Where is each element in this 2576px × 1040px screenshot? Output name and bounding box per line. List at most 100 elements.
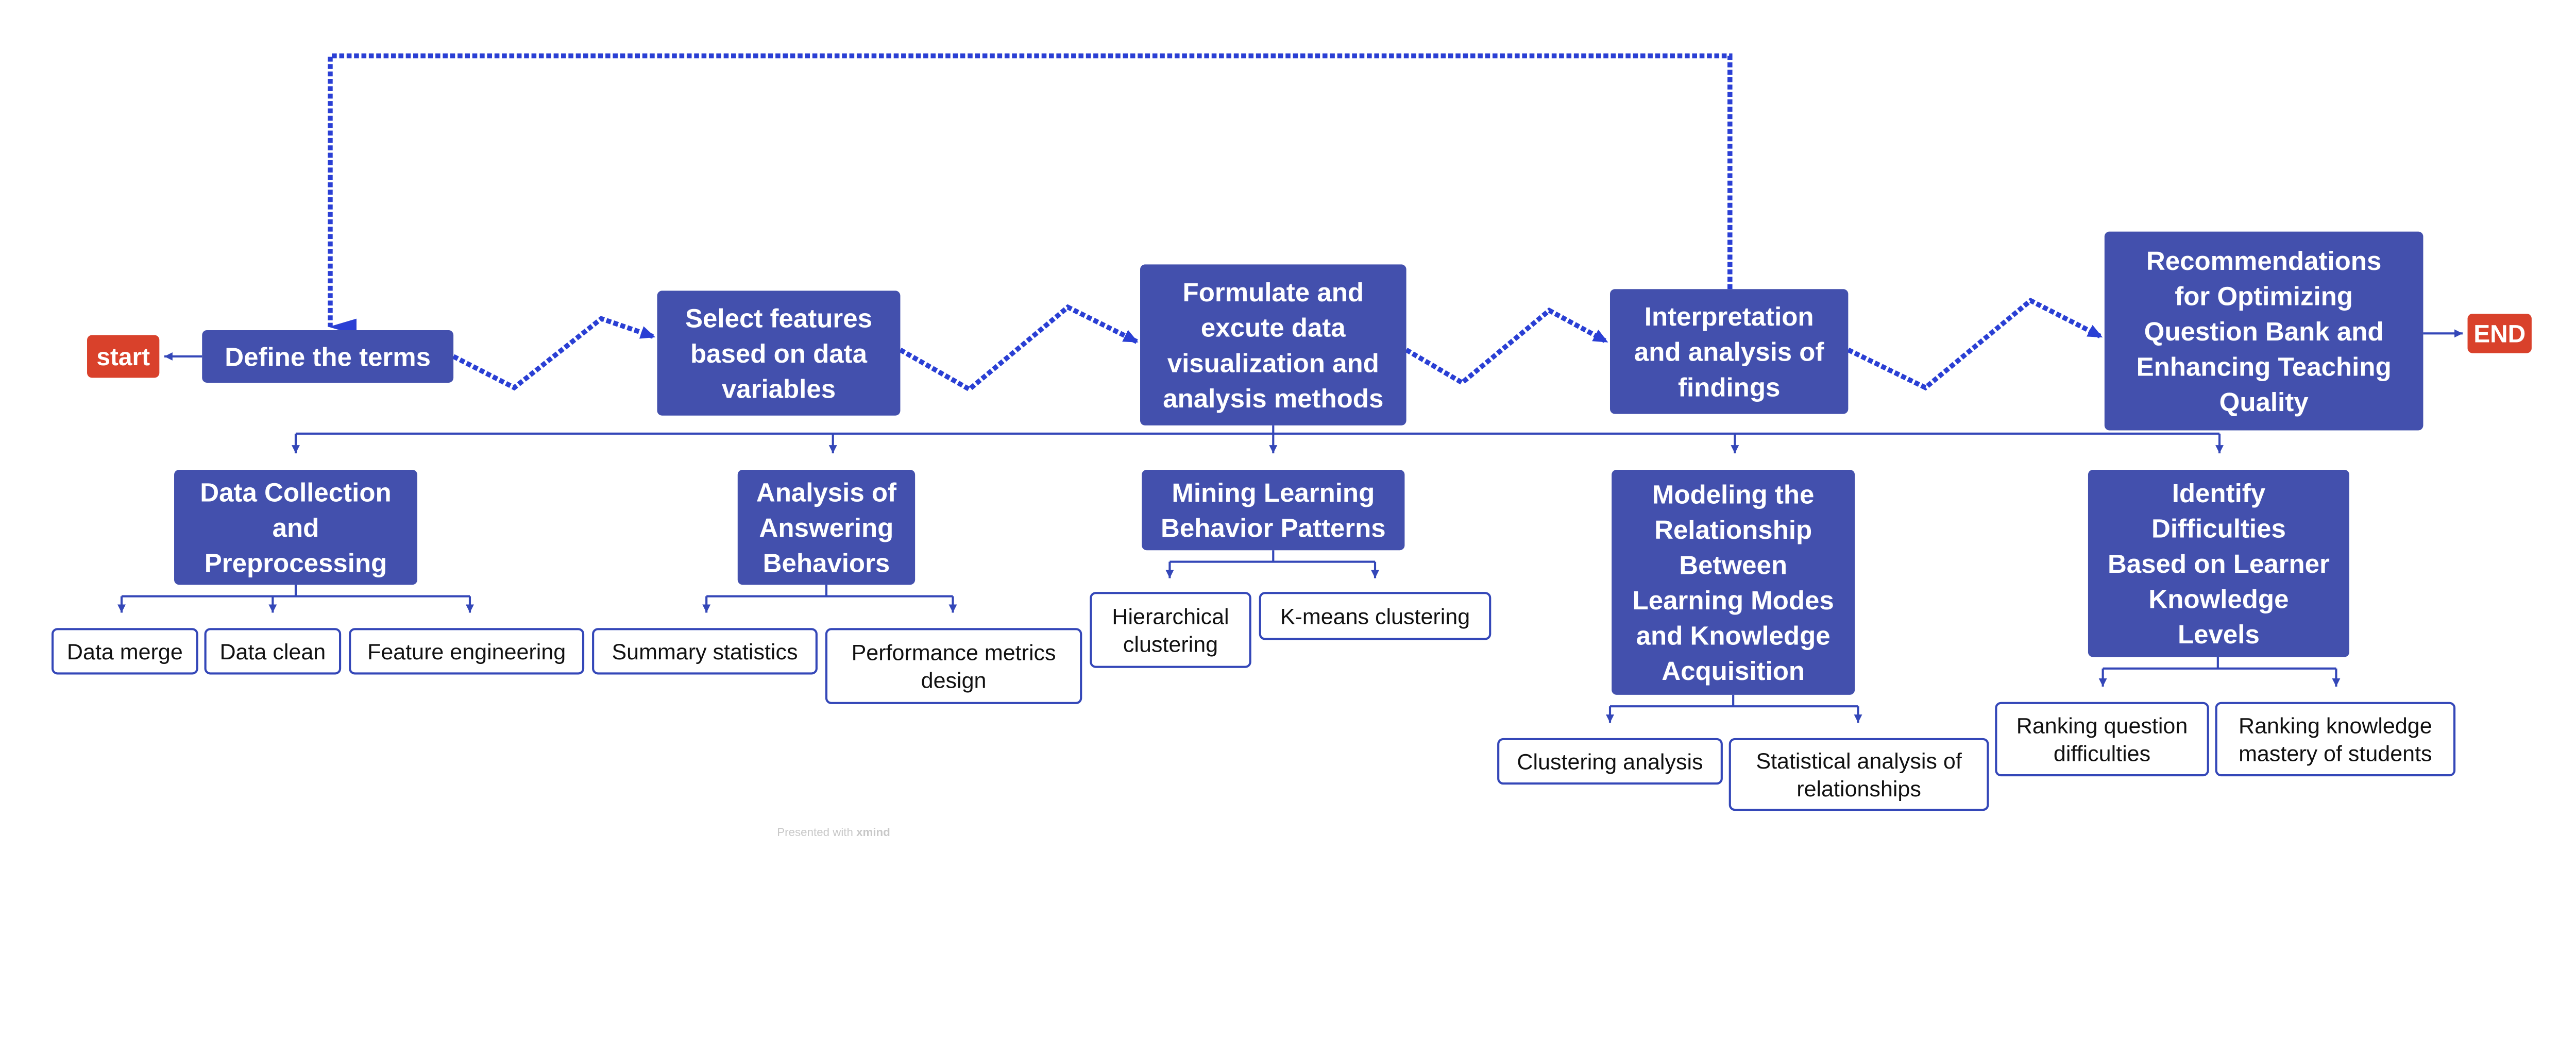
leaf-mining-1-label-line: Hierarchical [1112, 604, 1229, 629]
step-formulate-label-line: excute data [1201, 313, 1346, 343]
leaf-collect-1[interactable]: Data merge [51, 628, 198, 675]
subtopic-modeling-label-line: Acquisition [1662, 656, 1805, 686]
step-interpret-box [1609, 289, 1849, 414]
flow-arrow [452, 316, 656, 391]
step-formulate-label-line: analysis methods [1163, 384, 1383, 413]
step-define-box [202, 330, 454, 383]
leaf-mining-2[interactable]: K-means clustering [1259, 592, 1492, 640]
nodes: start END Define the terms Select features b… [51, 231, 2532, 811]
leaf-collect-3-label-line: Feature engineering [367, 640, 566, 664]
step-recommend-label-line: for Optimizing [2175, 281, 2353, 311]
flow-arrow [1847, 297, 2103, 391]
step-define-label-line: Define the terms [225, 342, 431, 371]
leaf-answering-1-box [592, 628, 818, 675]
watermark-prefix: Presented with [777, 826, 856, 839]
leaf-modeling-2-label-line: relationships [1797, 777, 1921, 802]
leaf-modeling-2[interactable]: Statistical analysis of relationships [1728, 738, 1989, 811]
end-node-label: END [2473, 321, 2526, 348]
step-formulate[interactable]: Formulate and excute data visualization an… [1140, 264, 1406, 425]
step-select-label-line: based on data [690, 339, 868, 368]
step-recommend-label-line: Question Bank and [2144, 317, 2384, 346]
watermark-brand: xmind [856, 826, 890, 839]
subtopic-modeling-label-line: Relationship [1654, 515, 1812, 544]
step-formulate-label: Formulate and excute data visualization an… [1163, 278, 1383, 413]
leaf-identify-1-box [1995, 702, 2209, 777]
flow-arrow [1405, 307, 1608, 386]
flow-arrow [899, 304, 1139, 393]
leaf-modeling-2-box [1728, 738, 1989, 811]
leaf-mining-2-box [1259, 592, 1492, 640]
watermark: Presented with xmind [777, 826, 890, 839]
subtopic-mining-label-line: Mining Learning [1172, 478, 1375, 507]
leaf-modeling-1[interactable]: Clustering analysis [1497, 738, 1723, 785]
subtopic-modeling-label-line: Learning Modes [1633, 586, 1834, 615]
start-node-label: start [96, 344, 150, 371]
step-interpret[interactable]: Interpretation and analysis of findings [1609, 289, 1849, 414]
leaf-answering-2-box [825, 628, 1082, 704]
leaf-answering-1-label: Summary statistics [612, 640, 798, 664]
leaf-modeling-1-label: Clustering analysis [1517, 749, 1703, 774]
end-node[interactable]: END [2467, 314, 2532, 353]
leaf-modeling-1-label-line: Clustering analysis [1517, 749, 1703, 774]
subtopic-answering-label-line: Analysis of [756, 478, 897, 507]
leaf-mining-2-label-line: K-means clustering [1280, 604, 1470, 629]
subtopic-answering-label-line: Answering [759, 513, 894, 542]
subtopic-collect-label-line: Data Collection [200, 478, 391, 507]
step-formulate-box [1140, 264, 1406, 425]
start-node-label-line: start [96, 344, 150, 371]
leaf-collect-1-label: Data merge [67, 640, 183, 664]
leaf-collect-2[interactable]: Data clean [204, 628, 342, 675]
step-recommend-label-line: Quality [2219, 387, 2309, 417]
subtopic-collect-label-line: and [273, 513, 319, 542]
connectors [117, 53, 2463, 723]
leaf-answering-1-label-line: Summary statistics [612, 640, 798, 664]
leaf-collect-2-label-line: Data clean [219, 640, 326, 664]
leaf-mining-2-label: K-means clustering [1280, 604, 1470, 629]
leaf-collect-2-label: Data clean [219, 640, 326, 664]
subtopic-modeling-label-line: Between [1679, 551, 1787, 580]
leaf-collect-1-label-line: Data merge [67, 640, 183, 664]
subtopic-modeling-box [1612, 469, 1855, 695]
subtopic-collect-label-line: Preprocessing [205, 549, 387, 578]
step-interpret-label: Interpretation and analysis of findings [1634, 302, 1825, 402]
step-recommend-label-line: Enhancing Teaching [2137, 352, 2392, 381]
leaf-collect-3-label: Feature engineering [367, 640, 566, 664]
step-interpret-label-line: and analysis of [1634, 337, 1825, 367]
leaf-answering-1[interactable]: Summary statistics [592, 628, 818, 675]
subtopic-identify-label-line: Identify [2172, 479, 2266, 508]
subtopic-identify-label-line: Levels [2178, 620, 2260, 649]
subtopic-identify-label-line: Difficulties [2151, 514, 2286, 543]
flowchart-canvas: start END Define the terms Select features b… [51, 53, 2532, 839]
step-interpret-label-line: findings [1678, 372, 1780, 402]
step-interpret-label-line: Interpretation [1645, 302, 1814, 331]
start-node-box [87, 335, 160, 378]
leaf-collect-3[interactable]: Feature engineering [349, 628, 585, 675]
subtopic-mining-label-line: Behavior Patterns [1161, 514, 1386, 543]
step-formulate-label-line: visualization and [1167, 348, 1379, 378]
subtopic-identify-label-line: Based on Learner [2108, 549, 2330, 578]
leaf-identify-2-label-line: mastery of students [2239, 742, 2432, 766]
start-node[interactable]: start [87, 335, 160, 378]
step-select-label-line: Select features [685, 303, 872, 333]
step-formulate-label-line: Formulate and [1183, 278, 1364, 307]
leaf-modeling-2-label-line: Statistical analysis of [1756, 749, 1962, 774]
step-define[interactable]: Define the terms [202, 330, 454, 383]
